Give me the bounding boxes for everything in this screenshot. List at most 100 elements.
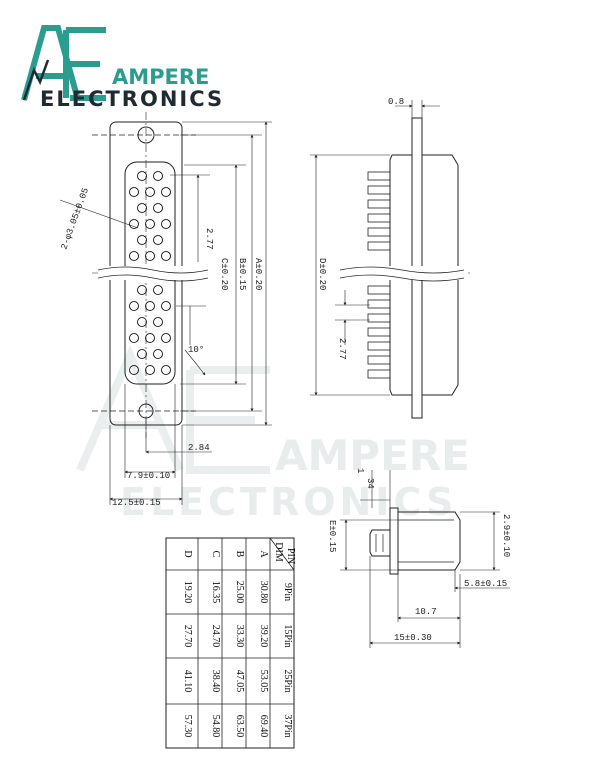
table-cell: 33.30 [234,625,245,648]
dimension-table: PIN DIM 9Pin15Pin25Pin37PinA30.8039.2053… [0,0,296,749]
side-pin [367,369,391,379]
side-pin [367,185,391,195]
logo-e-mark [63,27,106,101]
pin-socket [137,317,147,327]
side-pin [367,355,391,365]
front-view [59,112,272,505]
pin-socket [137,285,147,295]
dim-hole: 2-φ3.05±0.05 [59,187,91,251]
table-cell: 27.70 [182,625,193,648]
dim-d: D±0.20 [317,258,327,290]
dim-angle: 10° [188,345,204,355]
pin-socket [161,187,171,197]
table-cell: 10.70 [0,0,11,3]
table-dim-label: E [0,0,3,3]
dim-284: 2.84 [188,443,210,453]
front-pins [129,171,171,375]
table-cell: 24.70 [210,625,221,648]
table-dim-label: A [258,550,269,558]
table-corner-dim: DIM [273,542,284,562]
pin-socket [145,251,155,261]
table-cell: 41.10 [182,670,193,693]
pin-socket [129,219,139,229]
dim-pitch-bottom: 2.77 [337,338,347,360]
table-cell: 10.70 [0,0,11,3]
pin-socket [153,203,163,213]
dim-08: 0.8 [388,97,404,107]
pin-socket [161,365,171,375]
table-cell: 69.40 [258,715,269,738]
pin-socket [161,301,171,311]
side-pin [367,285,391,295]
table-cell: 47.05 [234,670,245,693]
table-corner-pin: PIN [285,548,296,564]
side-pin [367,171,391,181]
pin-socket [153,171,163,181]
pin-socket [129,251,139,261]
table-cell: 30.80 [258,581,269,604]
table-cell: 39.20 [258,625,269,648]
pin-socket [161,333,171,343]
table-dim-label: D [182,550,193,557]
table-cell: 10.70 [0,0,11,3]
bottom-solder-cups [369,529,390,557]
table-pin-header: 9Pin [282,583,293,601]
table-cell: 63.50 [234,715,245,738]
pin-socket [145,333,155,343]
dim-e: E±0.15 [327,520,337,552]
bottom-body [398,511,461,571]
pin-socket [153,285,163,295]
bottom-view [340,470,510,648]
table-cell: 19.20 [182,581,193,604]
table-cell: 53.05 [258,670,269,693]
pin-socket [145,365,155,375]
pin-socket [153,349,163,359]
pin-socket [137,349,147,359]
pin-socket [129,365,139,375]
side-view [310,100,470,419]
pin-socket [145,187,155,197]
dim-a: A±0.20 [253,258,263,290]
dim-15: 15±0.30 [394,633,432,643]
dim-125: 12.5±0.15 [112,498,161,508]
side-pin [367,227,391,237]
pin-socket [145,301,155,311]
watermark-line2: ELECTRONICS [120,480,457,524]
side-pin [367,341,391,351]
table-cell: 16.35 [210,581,221,604]
pin-socket [161,251,171,261]
table-pin-header: 25Pin [282,669,293,692]
logo-line1: AMPERE [112,65,209,89]
dim-c: C±0.20 [219,258,229,290]
pin-socket [145,219,155,229]
dim-58: 5.8±0.15 [464,579,507,589]
table-pin-header: 15Pin [282,624,293,647]
side-pin [367,299,391,309]
table-cell: 57.30 [182,715,193,738]
watermark-line1: AMPERE [275,431,470,480]
table-cell: 10.70 [0,0,11,3]
pin-socket [129,333,139,343]
pin-socket [153,235,163,245]
dim-pitch-top: 2.77 [204,228,214,250]
dim-29: 2.9±0.10 [501,514,511,557]
pin-socket [137,235,147,245]
dim-34: 34 [365,478,375,489]
side-pin [367,199,391,209]
pin-socket [137,203,147,213]
table-cell: 38.40 [210,670,221,693]
watermark: AMPERE ELECTRONICS [76,344,470,524]
side-pin [367,313,391,323]
side-pin [367,213,391,223]
side-pin [367,241,391,251]
table-dim-label: B [234,551,245,558]
logo-line2: ELECTRONICS [40,87,224,111]
dim-1: 1 [355,468,365,473]
logo-bolt [22,59,50,101]
dim-b: B±0.15 [237,258,247,290]
pin-socket [129,301,139,311]
table-cell: 25.00 [234,581,245,604]
dim-107: 10.7 [415,607,437,617]
table-cell: 54.80 [210,715,221,738]
